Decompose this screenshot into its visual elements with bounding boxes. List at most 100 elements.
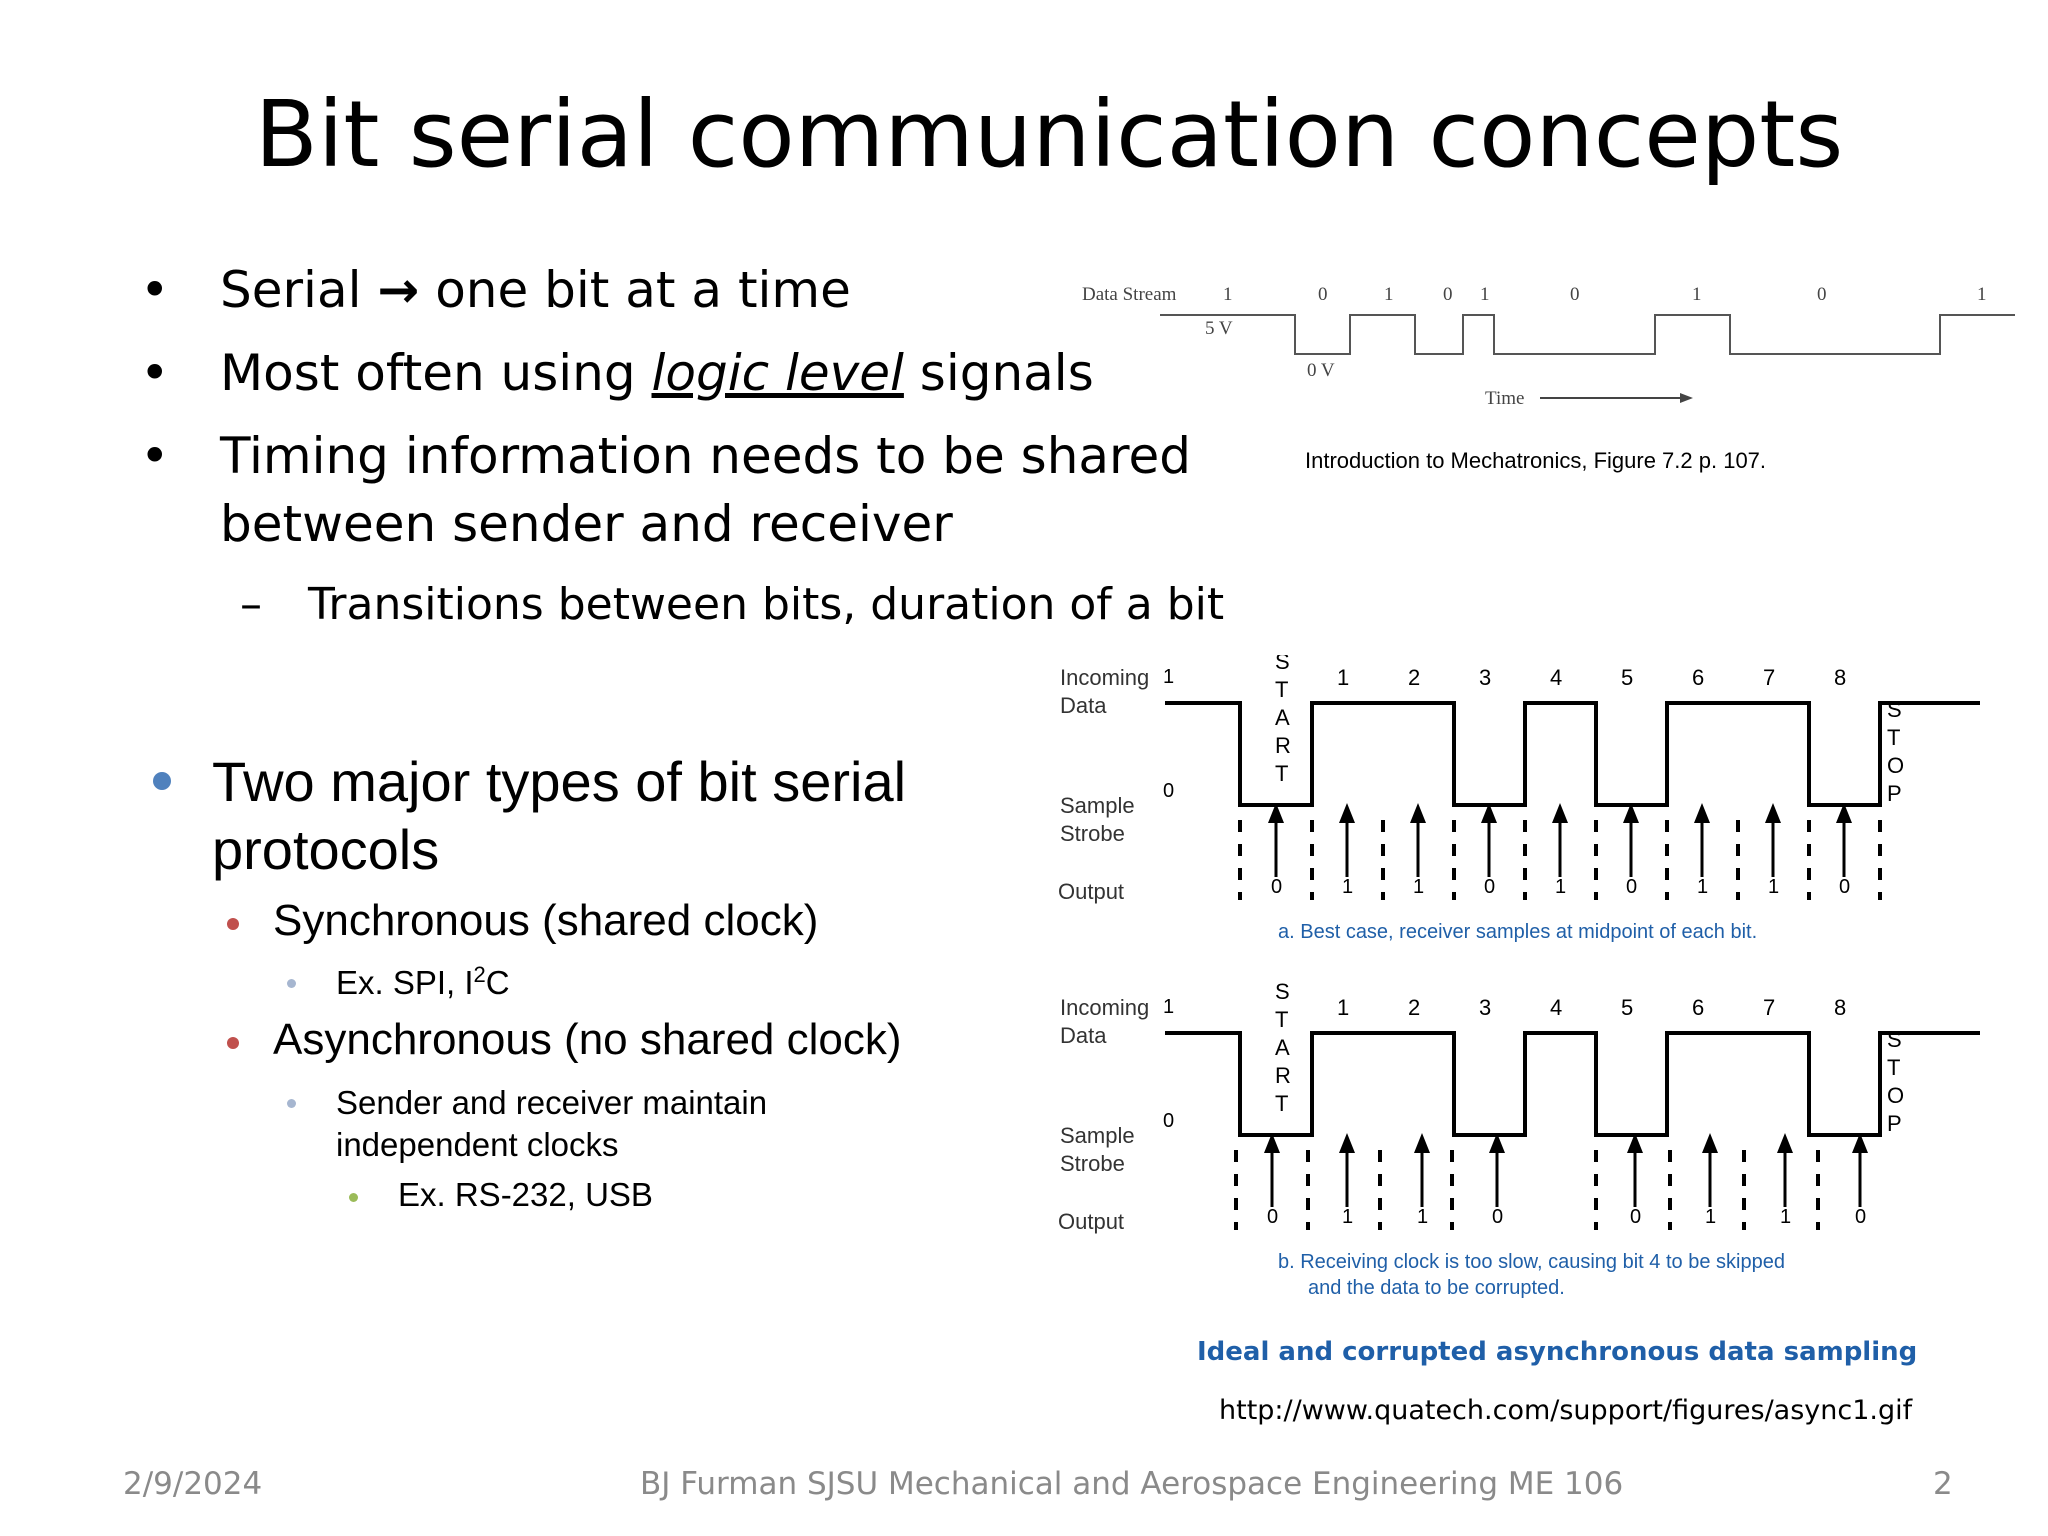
time-arrow-icon (1680, 393, 1693, 403)
bullet-dot: • (140, 344, 170, 402)
slide-title: Bit serial communication concepts (254, 81, 1844, 188)
types-heading: Two major types of bit serial protocols (212, 748, 906, 884)
strobe-arrow-icon (1694, 803, 1710, 823)
strobe-arrow-icon (1264, 1133, 1280, 1153)
strobe-arrow-icon (1765, 803, 1781, 823)
async-desc-line-2: independent clocks (336, 1126, 619, 1163)
output-bit: 1 (1780, 1206, 1791, 1228)
level-0-label: 0 (1163, 780, 1174, 802)
sample-strobe-label: Strobe (1060, 821, 1125, 846)
bit-number: 4 (1550, 995, 1562, 1020)
bit-number: 6 (1692, 665, 1704, 690)
sample-strobe-label: Strobe (1060, 1151, 1125, 1176)
output-bit: 0 (1271, 876, 1282, 898)
footer-page-number: 2 (1933, 1466, 1953, 1502)
stop-letter: S (1887, 1027, 1902, 1052)
bit-label: 1 (1480, 284, 1490, 305)
incoming-data-label: Incoming (1060, 995, 1149, 1020)
start-letter: T (1275, 1091, 1288, 1116)
bit-number: 6 (1692, 995, 1704, 1020)
figure1-caption: Introduction to Mechatronics, Figure 7.2… (1305, 448, 1767, 473)
stop-letter: P (1887, 1111, 1902, 1136)
logic-level-post: signals (903, 344, 1094, 402)
bit-number: 3 (1479, 665, 1491, 690)
label-5v: 5 V (1205, 318, 1233, 339)
incoming-data-label: Data (1060, 1023, 1107, 1048)
strobe-arrow-icon (1852, 1133, 1868, 1153)
bit-number: 7 (1763, 665, 1775, 690)
bit-label: 1 (1223, 284, 1233, 305)
output-bit: 0 (1839, 876, 1850, 898)
incoming-data-waveform (1165, 701, 1980, 807)
strobe-arrow-icon (1702, 1133, 1718, 1153)
start-letter: R (1275, 1063, 1291, 1088)
timing-line-1: Timing information needs to be shared (220, 427, 1191, 485)
asynchronous-item: Asynchronous (no shared clock) (273, 1015, 902, 1064)
start-letter: T (1275, 1007, 1288, 1032)
incoming-data-label: Data (1060, 693, 1107, 718)
bit-label: 0 (1443, 284, 1453, 305)
level-1-label: 1 (1163, 666, 1174, 688)
output-bit: 1 (1705, 1206, 1716, 1228)
label-0v: 0 V (1307, 360, 1335, 381)
sync-example-pre: Ex. SPI, I (336, 964, 474, 1001)
logic-level-pre: Most often using (220, 344, 652, 402)
figure2-source-url: http://www.quatech.com/support/figures/a… (1219, 1395, 1913, 1426)
data-stream-waveform (1160, 314, 2015, 355)
bit-number: 2 (1408, 995, 1420, 1020)
sync-example-post: C (485, 964, 510, 1001)
start-letter: T (1275, 677, 1288, 702)
incoming-data-label: Incoming (1060, 665, 1149, 690)
bullet-dot-red (227, 1037, 239, 1049)
panel-caption: b. Receiving clock is too slow, causing … (1278, 1251, 1785, 1273)
bullet-dot-green (349, 1193, 358, 1202)
sync-example-sup: 2 (473, 962, 486, 987)
start-letter: S (1275, 655, 1290, 674)
timing-line-2: between sender and receiver (220, 495, 953, 553)
bit-number: 1 (1337, 995, 1349, 1020)
output-bit: 1 (1555, 876, 1566, 898)
data-stream-label: Data Stream (1082, 284, 1177, 305)
strobe-arrow-icon (1268, 803, 1284, 823)
sample-strobe-label: Sample (1060, 1123, 1135, 1148)
sub-bullet-transitions: – Transitions between bits, duration of … (240, 577, 1224, 633)
panel-caption: and the data to be corrupted. (1308, 1277, 1565, 1299)
strobe-arrow-icon (1627, 1133, 1643, 1153)
data-stream-figure: Data Stream 1 0 1 0 1 0 1 0 1 5 V 0 V Ti… (1082, 284, 2015, 409)
dash: – (240, 579, 262, 630)
bit-label: 0 (1817, 284, 1827, 305)
serial-word: Serial (220, 261, 362, 319)
output-bit: 1 (1768, 876, 1779, 898)
types-heading-line-2: protocols (212, 818, 440, 881)
output-label: Output (1058, 1209, 1124, 1234)
transitions-text: Transitions between bits, duration of a … (308, 579, 1225, 630)
strobe-arrow-icon (1339, 803, 1355, 823)
output-bit: 1 (1697, 876, 1708, 898)
output-bit: 0 (1484, 876, 1495, 898)
output-bit: 0 (1855, 1206, 1866, 1228)
output-bit: 0 (1492, 1206, 1503, 1228)
bit-label: 0 (1318, 284, 1328, 305)
start-letter: T (1275, 761, 1288, 786)
strobe-arrow-icon (1623, 803, 1639, 823)
stop-letter: O (1887, 753, 1904, 778)
time-label: Time (1485, 388, 1524, 409)
bullet-dot: • (140, 261, 170, 319)
level-0-label: 0 (1163, 1110, 1174, 1132)
footer-center: BJ Furman SJSU Mechanical and Aerospace … (640, 1466, 1624, 1502)
async-example: Ex. RS-232, USB (398, 1176, 653, 1213)
start-letter: A (1275, 1035, 1290, 1060)
output-bit: 1 (1342, 876, 1353, 898)
bit-number: 4 (1550, 665, 1562, 690)
bit-number: 8 (1834, 665, 1846, 690)
synchronous-item: Synchronous (shared clock) (273, 896, 819, 945)
bullet-dot-blue (153, 772, 171, 790)
bit-number: 5 (1621, 995, 1633, 1020)
level-1-label: 1 (1163, 996, 1174, 1018)
bit-number: 8 (1834, 995, 1846, 1020)
bullet-dot-gray (287, 1099, 296, 1108)
arrow-icon: → (377, 261, 420, 319)
bit-label: 1 (1692, 284, 1702, 305)
output-bit: 1 (1417, 1206, 1428, 1228)
bit-number: 2 (1408, 665, 1420, 690)
